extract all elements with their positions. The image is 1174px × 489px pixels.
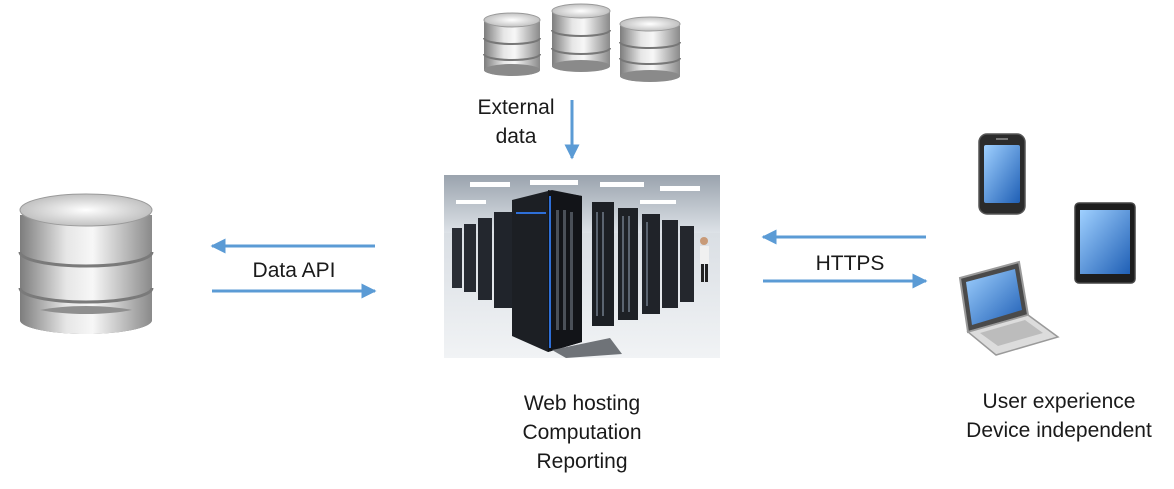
client-label: User experience Device independent	[944, 387, 1174, 445]
client-line1: User experience	[982, 390, 1136, 413]
server-line1: Web hosting	[523, 392, 641, 415]
external-data-line2: data	[495, 125, 537, 148]
database-icon	[483, 12, 541, 76]
external-data-label: External data	[466, 93, 566, 151]
client-line2: Device independent	[966, 419, 1152, 442]
server-label: Web hosting Computation Reporting	[482, 389, 682, 476]
tablet-icon	[1074, 202, 1136, 284]
laptop-icon	[958, 260, 1060, 356]
https-label: HTTPS	[815, 252, 885, 275]
smartphone-icon	[978, 133, 1026, 215]
database-icon	[551, 3, 611, 72]
server-line2: Computation	[522, 421, 642, 444]
datacenter-image	[444, 175, 720, 358]
external-data-line1: External	[477, 96, 555, 119]
database-icon	[619, 16, 681, 82]
database-icon	[18, 193, 154, 334]
data-api-label: Data API	[252, 259, 336, 282]
server-line3: Reporting	[536, 450, 628, 473]
